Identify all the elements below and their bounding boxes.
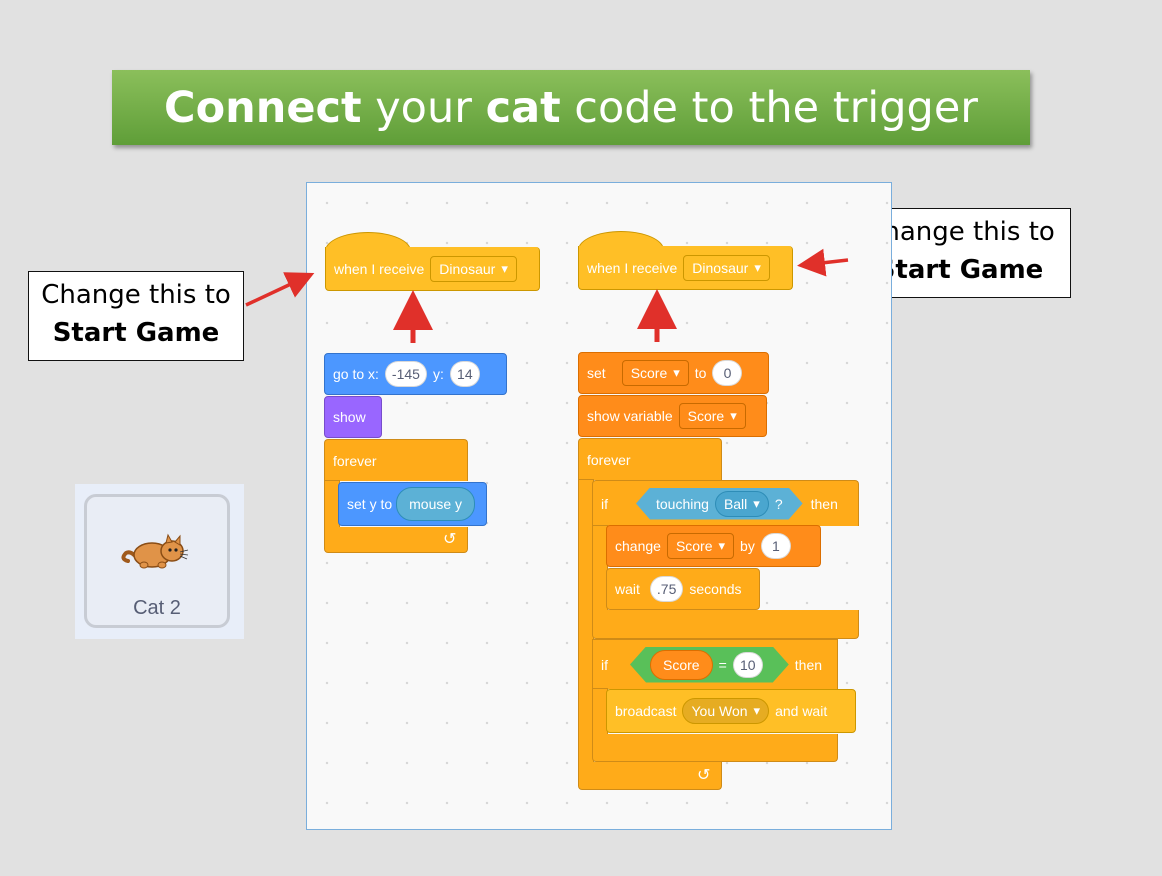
equals-value-input[interactable]: 10 (733, 652, 763, 678)
sprite-panel: Cat 2 (75, 484, 244, 639)
broadcast-message-dropdown[interactable]: You Won (682, 698, 770, 724)
broadcast-and-wait-block[interactable]: broadcast You Won and wait (606, 689, 856, 733)
broadcast-label: broadcast (615, 703, 677, 719)
if1-label: if (601, 495, 608, 512)
goto-label-y: y: (432, 366, 444, 382)
banner-text: your (361, 82, 486, 133)
wait-label: wait (615, 581, 640, 597)
show-block[interactable]: show (324, 396, 382, 438)
set-to-label: to (694, 365, 707, 381)
equals-operator[interactable]: Score = 10 (630, 647, 789, 683)
message-dropdown-value: Dinosaur (439, 260, 496, 277)
callout-right-line1: Change this to (865, 217, 1055, 247)
if2-label: if (601, 656, 608, 673)
touching-label: touching (656, 495, 709, 512)
banner-bold-cat: cat (485, 82, 561, 133)
show-label: show (333, 409, 366, 425)
arrow-left-callout (245, 272, 315, 307)
variable-dropdown-change[interactable]: Score (666, 533, 735, 559)
variable-dropdown-change-value: Score (675, 538, 713, 554)
broadcast-message-value: You Won (691, 703, 748, 719)
variable-dropdown-set[interactable]: Score (621, 360, 689, 386)
banner-bold-connect: Connect (164, 82, 362, 133)
if-block-1[interactable]: if touching Ball ? then (592, 480, 859, 526)
show-variable-label: show variable (587, 408, 673, 424)
y-input[interactable]: 14 (449, 361, 480, 387)
set-variable-block[interactable]: set Score to 0 (578, 352, 769, 394)
mouse-y-value: mouse y (409, 496, 463, 512)
forever-bottom-left: ↺ (324, 527, 468, 553)
touching-object-dropdown[interactable]: Ball (715, 491, 769, 517)
score-reporter-value: Score (663, 656, 700, 673)
hat-label: when I receive (334, 260, 425, 277)
callout-left: Change this to Start Game (28, 271, 244, 361)
forever-block-right[interactable]: forever (578, 438, 722, 480)
score-reporter[interactable]: Score (650, 650, 713, 680)
message-dropdown-value-right: Dinosaur (692, 259, 749, 276)
equals-sign: = (718, 656, 727, 673)
touching-q: ? (774, 495, 783, 512)
set-y-block[interactable]: set y to mouse y (338, 482, 487, 526)
variable-dropdown-show-value: Score (687, 408, 725, 424)
change-value-input[interactable]: 1 (760, 533, 791, 559)
wait-seconds-label: seconds (689, 581, 742, 597)
hat-label-right: when I receive (587, 259, 678, 276)
wait-value-input[interactable]: .75 (649, 576, 684, 602)
set-value-input[interactable]: 0 (712, 360, 743, 386)
if1-bottom (592, 610, 859, 639)
message-dropdown-left[interactable]: Dinosaur (430, 255, 517, 282)
go-to-xy-block[interactable]: go to x: -145 y: 14 (324, 353, 507, 395)
variable-dropdown-set-value: Score (630, 365, 668, 381)
if2-then: then (794, 656, 823, 673)
if1-then: then (810, 495, 838, 512)
loop-arrow-icon-right: ↺ (697, 767, 711, 784)
touching-ball-boolean[interactable]: touching Ball ? (636, 488, 803, 520)
when-i-receive-hat-right[interactable]: when I receive Dinosaur (578, 246, 793, 290)
forever-block-left[interactable]: forever (324, 439, 468, 481)
wait-block[interactable]: wait .75 seconds (606, 568, 760, 610)
when-i-receive-hat-left[interactable]: when I receive Dinosaur (325, 247, 540, 291)
cat-sprite-icon (121, 533, 189, 569)
forever-bottom-right: ↺ (578, 762, 722, 790)
variable-dropdown-show[interactable]: Score (678, 403, 746, 429)
loop-arrow-icon: ↺ (443, 531, 457, 548)
if2-bottom (592, 734, 838, 762)
touching-object-value: Ball (723, 495, 748, 512)
callout-left-line1: Change this to (41, 280, 231, 310)
change-by-label: by (740, 538, 755, 554)
set-label: set (587, 365, 606, 381)
show-variable-block[interactable]: show variable Score (578, 395, 767, 437)
change-variable-block[interactable]: change Score by 1 (606, 525, 821, 567)
forever-label-left: forever (333, 452, 377, 469)
banner-text-end: code to the trigger (560, 82, 978, 133)
title-banner: Connect your cat code to the trigger (112, 70, 1030, 145)
message-dropdown-right[interactable]: Dinosaur (683, 254, 770, 281)
callout-right-line2: Start Game (876, 255, 1044, 285)
goto-label-x: go to x: (333, 366, 379, 382)
x-input[interactable]: -145 (384, 361, 427, 387)
broadcast-and-wait-label: and wait (775, 703, 828, 719)
set-y-label: set y to (347, 496, 393, 512)
if-block-2[interactable]: if Score = 10 then (592, 639, 838, 689)
forever-label-right: forever (587, 451, 631, 468)
sprite-name: Cat 2 (133, 597, 181, 619)
change-label: change (615, 538, 661, 554)
callout-left-line2: Start Game (52, 318, 220, 348)
mouse-y-reporter[interactable]: mouse y (396, 487, 476, 521)
sprite-card-cat2[interactable]: Cat 2 (84, 494, 230, 628)
